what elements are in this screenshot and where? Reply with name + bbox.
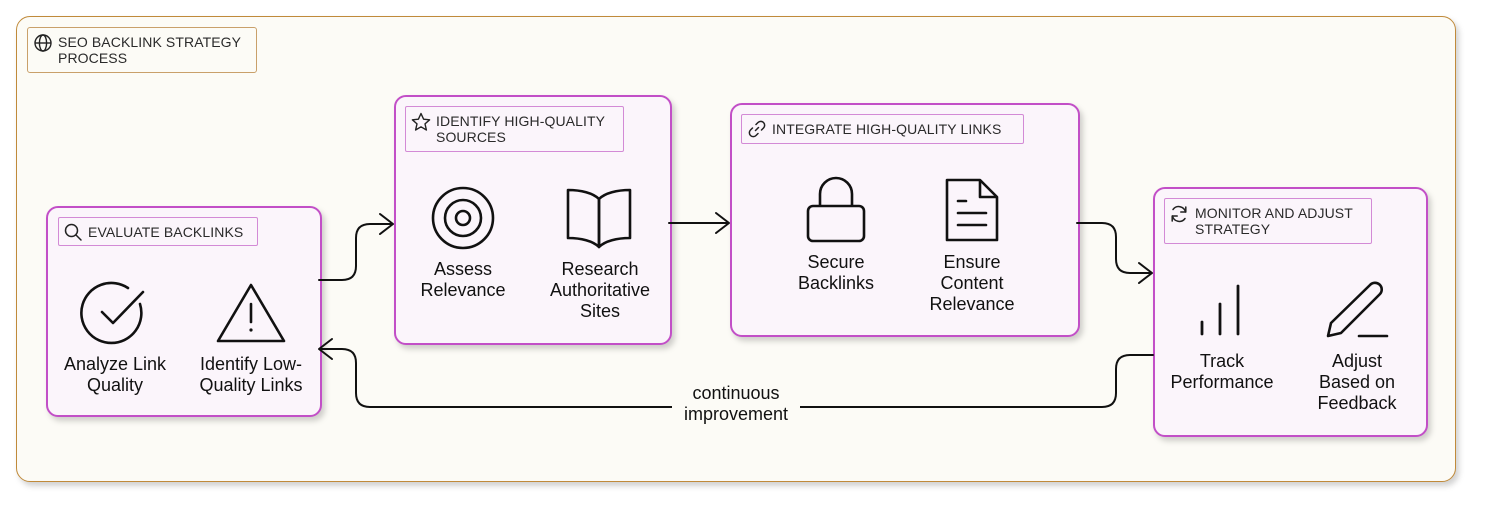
item-analyze-link-quality: Analyze Link Quality xyxy=(63,354,167,395)
item-identify-low-quality-links: Identify Low-Quality Links xyxy=(199,354,303,395)
check-circle-icon xyxy=(80,281,145,345)
item-secure-backlinks: Secure Backlinks xyxy=(797,252,875,293)
stage-2-title-box: IDENTIFY HIGH-QUALITY SOURCES xyxy=(405,106,624,152)
process-title-box: SEO BACKLINK STRATEGY PROCESS xyxy=(27,27,257,73)
bar-chart-icon xyxy=(1200,284,1240,336)
pen-icon xyxy=(1326,281,1389,338)
stage-4-title-box: MONITOR AND ADJUST STRATEGY xyxy=(1164,198,1372,244)
lock-icon xyxy=(806,176,866,243)
stage-3-title-box: INTEGRATE HIGH-QUALITY LINKS xyxy=(741,114,1024,144)
item-ensure-content-relevance: Ensure Content Relevance xyxy=(929,252,1015,314)
item-research-authoritative-sites: Research Authoritative Sites xyxy=(549,259,651,321)
open-book-icon xyxy=(566,188,632,249)
item-assess-relevance: Assess Relevance xyxy=(420,259,506,300)
item-track-performance: Track Performance xyxy=(1170,351,1274,392)
star-icon xyxy=(411,112,431,131)
globe-icon xyxy=(34,34,52,52)
link-icon xyxy=(748,120,766,138)
refresh-icon xyxy=(1171,205,1187,223)
process-title: SEO BACKLINK STRATEGY PROCESS xyxy=(58,34,241,66)
stage-1-title: EVALUATE BACKLINKS xyxy=(88,224,244,240)
item-adjust-based-on-feedback: Adjust Based on Feedback xyxy=(1317,351,1397,413)
stage-1-title-box: EVALUATE BACKLINKS xyxy=(58,217,258,246)
stage-3-title: INTEGRATE HIGH-QUALITY LINKS xyxy=(772,121,1002,137)
stage-4-title: MONITOR AND ADJUST STRATEGY xyxy=(1195,205,1353,237)
stage-2-title: IDENTIFY HIGH-QUALITY SOURCES xyxy=(436,113,605,145)
document-icon xyxy=(945,178,999,242)
warning-triangle-icon xyxy=(216,283,286,343)
edge-label-continuous-improvement: continuous improvement xyxy=(672,383,800,425)
target-icon xyxy=(431,186,495,250)
search-icon xyxy=(64,223,82,241)
